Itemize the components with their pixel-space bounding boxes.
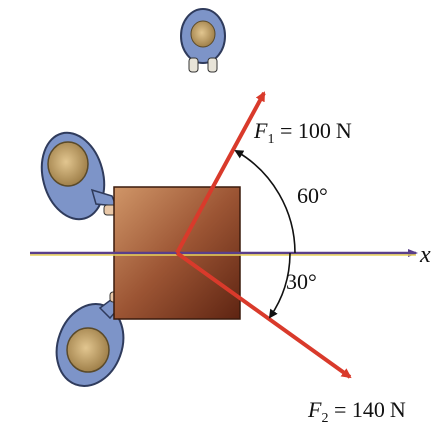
person-left-upper-icon — [40, 131, 118, 221]
angle1-arc — [234, 149, 296, 254]
force2-vector — [175, 251, 352, 379]
angle2-label: 30° — [286, 269, 317, 294]
angle2-arc — [268, 252, 291, 319]
force1-vector — [175, 91, 266, 254]
person-left-lower-icon — [55, 291, 126, 387]
x-axis-label: x — [419, 242, 431, 268]
angle1-label: 60° — [297, 183, 328, 208]
person-top-icon — [180, 8, 226, 73]
